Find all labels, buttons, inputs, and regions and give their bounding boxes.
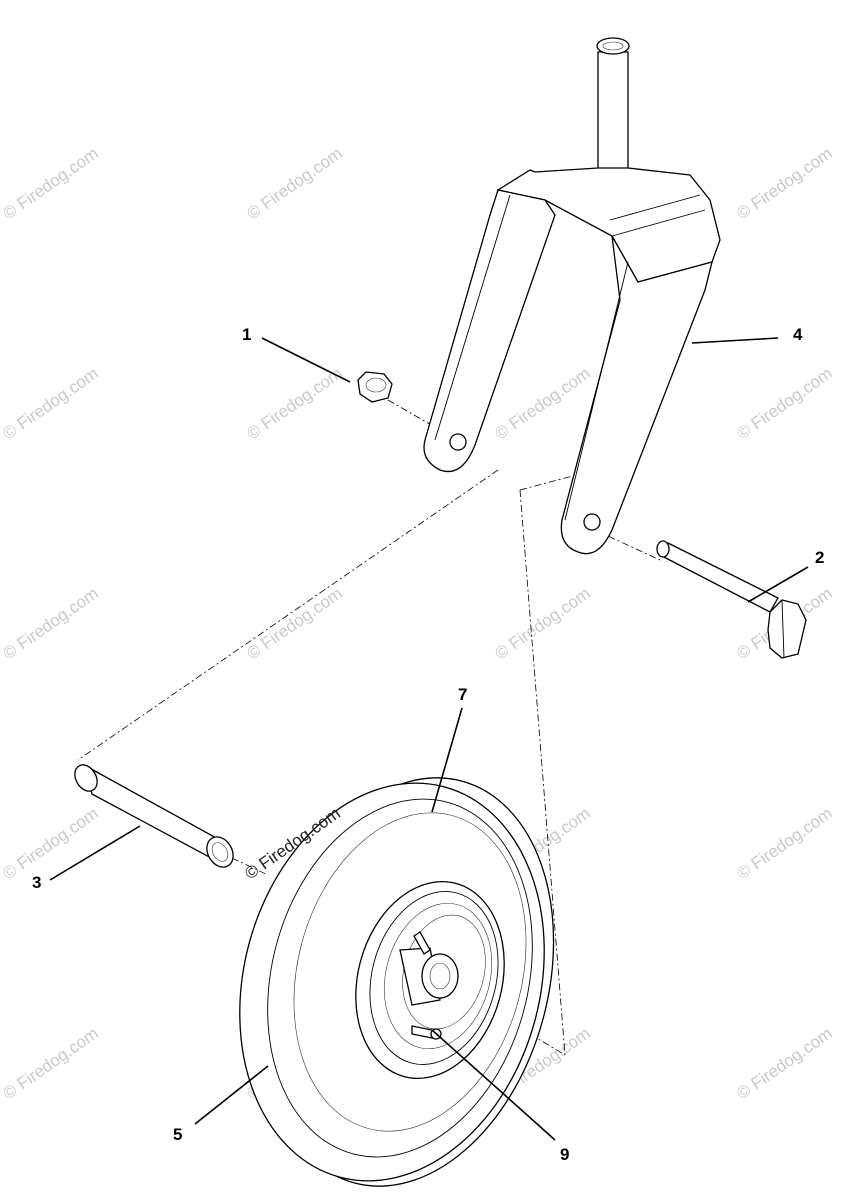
leader-lines [49, 337, 809, 1141]
watermark: © Firedog.com [733, 804, 835, 884]
wheel-assembly [239, 777, 555, 1187]
callout-9: 9 [560, 1145, 569, 1164]
watermark: © Firedog.com [733, 1024, 835, 1104]
watermark: © Firedog.com [0, 584, 102, 664]
fork [423, 37, 721, 555]
watermark: © Firedog.com [491, 364, 593, 444]
callout-3: 3 [32, 873, 41, 892]
watermark: © Firedog.com [0, 1024, 102, 1104]
watermark: © Firedog.com [243, 364, 345, 444]
watermark: © Firedog.com [0, 804, 102, 884]
watermark: © Firedog.com [733, 364, 835, 444]
callout-5: 5 [173, 1125, 182, 1144]
callout-4: 4 [793, 325, 803, 344]
spacer-tube [74, 763, 234, 868]
callout-labels: 1 2 3 4 5 7 9 [32, 325, 824, 1164]
watermark: © Firedog.com [733, 144, 835, 224]
nut [357, 371, 393, 403]
watermark: © Firedog.com [0, 364, 102, 444]
watermark: © Firedog.com [243, 584, 345, 664]
callout-1: 1 [242, 325, 251, 344]
callout-7: 7 [458, 685, 467, 704]
bolt [656, 540, 807, 659]
watermark: © Firedog.com [491, 584, 593, 664]
callout-2: 2 [815, 548, 824, 567]
watermark: © Firedog.com [0, 144, 102, 224]
watermark: © Firedog.com [243, 144, 345, 224]
